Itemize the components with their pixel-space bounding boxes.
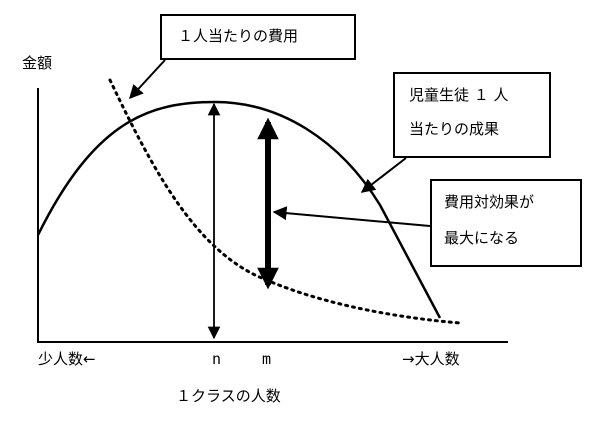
- outcome-callout-arrow: [360, 157, 407, 193]
- tick-label-m: m: [262, 350, 272, 368]
- cost-effectiveness-callout: 費用対効果が 最大になる: [430, 179, 582, 267]
- effect-text-line2: 最大になる: [444, 229, 520, 247]
- effect-text-line1: 費用対効果が: [444, 193, 535, 211]
- y-axis-label: 金額: [22, 54, 53, 72]
- cost-per-person-text: １人当たりの費用: [178, 27, 299, 45]
- cost-curve: [108, 78, 462, 325]
- effect-callout-arrow: [272, 206, 431, 227]
- x-axis-title: １クラスの人数: [176, 387, 281, 405]
- tick-label-n: n: [212, 350, 222, 368]
- cost-per-person-callout: １人当たりの費用: [160, 14, 356, 60]
- outcome-callout: 児童生徒 １ 人 当たりの成果: [393, 72, 551, 158]
- x-axis-right-label: →大人数: [402, 350, 460, 368]
- x-axis-left-label: 少人数←: [38, 350, 96, 368]
- outcome-text-line1: 児童生徒 １ 人: [409, 86, 509, 104]
- outcome-text-line2: 当たりの成果: [409, 120, 500, 138]
- outcome-curve: [36, 100, 442, 319]
- cost-callout-arrow: [129, 59, 166, 100]
